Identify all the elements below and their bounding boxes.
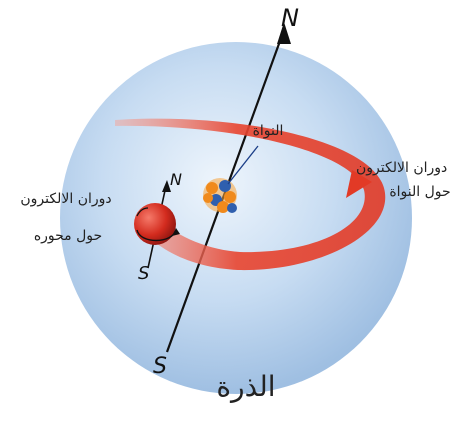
spin-label-line1: دوران الالكترون <box>8 188 124 210</box>
main-axis-north-label: N <box>281 4 299 32</box>
orbit-label-line1: دوران الالكترون <box>356 157 468 179</box>
main-axis-south-label: S <box>153 354 167 379</box>
electron-axis-north-label: N <box>170 170 182 189</box>
electron <box>134 203 176 245</box>
diagram-title: الذرة <box>196 370 296 403</box>
spin-label-line2: حول محوره <box>18 225 118 247</box>
electron-axis-south-label: S <box>138 263 149 284</box>
nucleus-label: النواة <box>236 120 300 142</box>
orbit-label-line2: حول النواة <box>370 181 470 203</box>
